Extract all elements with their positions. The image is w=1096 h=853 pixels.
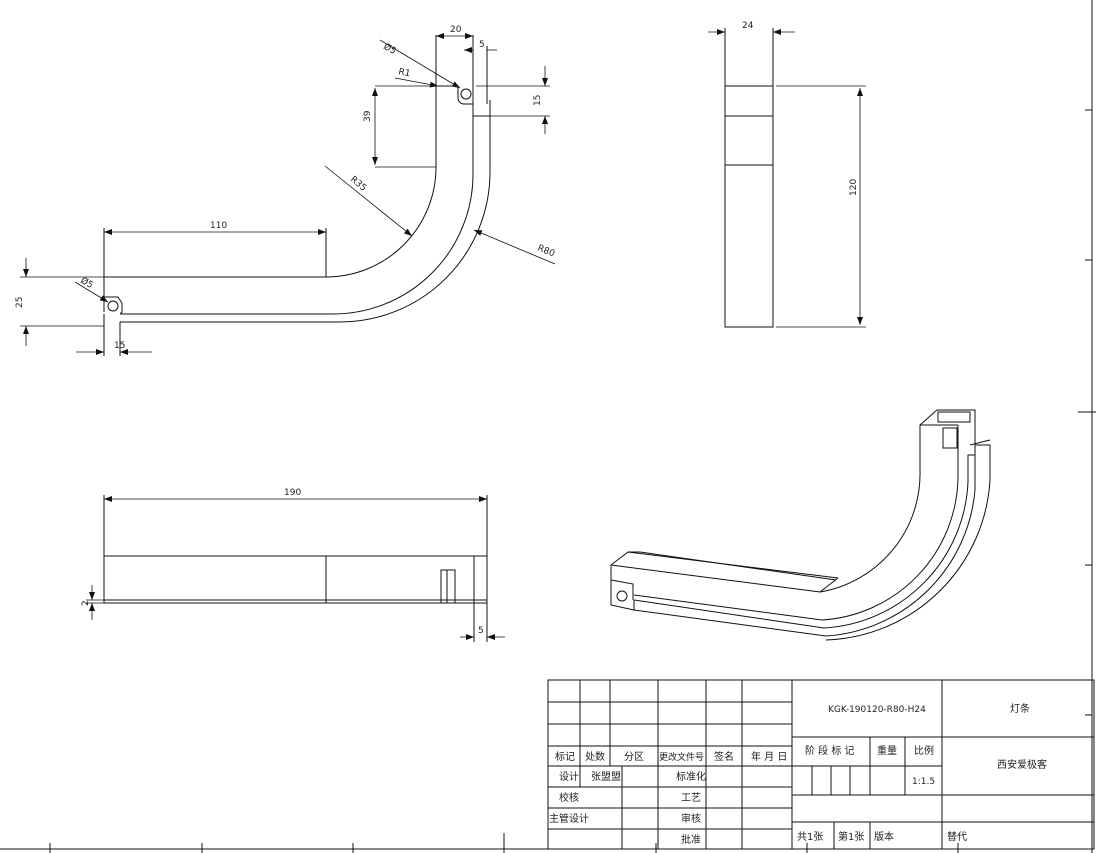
dim-w5-top: 5: [479, 40, 485, 50]
dim-h15: 15: [533, 95, 543, 106]
header-date: 年 月 日: [751, 750, 787, 763]
side-view: [724, 28, 774, 328]
header-zone: 分区: [624, 751, 644, 763]
sheet-number: 第1张: [838, 830, 864, 843]
review-label: 审核: [681, 812, 701, 825]
dim-w5-bottom: 5: [478, 626, 484, 636]
bottom-view-dimensions: [86, 496, 505, 640]
drawing-number: KGK-190120-R80-H24: [828, 705, 926, 715]
dim-dia-top: Ø5: [382, 41, 399, 57]
dim-w20: 20: [450, 25, 462, 35]
dim-r35: R35: [348, 175, 368, 194]
dim-h2: 2: [81, 600, 91, 606]
scale-value: 1:1.5: [912, 777, 935, 787]
dim-w15: 15: [114, 341, 125, 351]
front-view-dimensions: [20, 33, 556, 355]
check-label: 校核: [559, 791, 579, 804]
header-change-doc: 更改文件号: [659, 751, 704, 763]
dim-w24: 24: [742, 21, 754, 31]
ratio-label: 比例: [914, 744, 934, 757]
dim-h39: 39: [363, 110, 373, 122]
weight-label: 重量: [877, 744, 897, 757]
company-name: 西安爱极客: [997, 758, 1047, 771]
dim-len190: 190: [284, 488, 301, 498]
design-label: 设计: [559, 770, 579, 783]
title-block: [547, 679, 1095, 850]
side-view-dimensions: [708, 29, 866, 328]
approve-label: 批准: [681, 833, 701, 846]
dim-dia-left: Ø5: [79, 275, 96, 291]
bottom-view: [103, 495, 488, 642]
dim-h25: 25: [15, 297, 25, 308]
header-count: 处数: [585, 750, 605, 763]
dim-h120: 120: [849, 179, 859, 196]
chief-designer-label: 主管设计: [549, 812, 589, 825]
front-view-labels: Ø5 R1 20 5 39 15 R35 R80 110 Ø5 25 15: [15, 25, 556, 351]
designer-name: 张盟盟: [591, 771, 621, 783]
title-block-text: KGK-190120-R80-H24 灯条 西安爱极客 标记 处数 分区 更改文…: [549, 702, 1047, 846]
header-signature: 签名: [714, 750, 734, 763]
process-label: 工艺: [681, 792, 701, 804]
standardization-label: 标准化: [676, 770, 706, 783]
replace-label: 替代: [947, 830, 967, 843]
dim-len110: 110: [210, 221, 227, 231]
stage-mark: 阶 段 标 记: [805, 744, 855, 757]
version-label: 版本: [874, 830, 894, 843]
isometric-view: [610, 409, 991, 641]
front-view: [103, 35, 491, 356]
total-sheets: 共1张: [797, 831, 823, 843]
part-name: 灯条: [1010, 702, 1030, 715]
header-mark: 标记: [555, 751, 575, 763]
dim-r1: R1: [397, 67, 411, 79]
